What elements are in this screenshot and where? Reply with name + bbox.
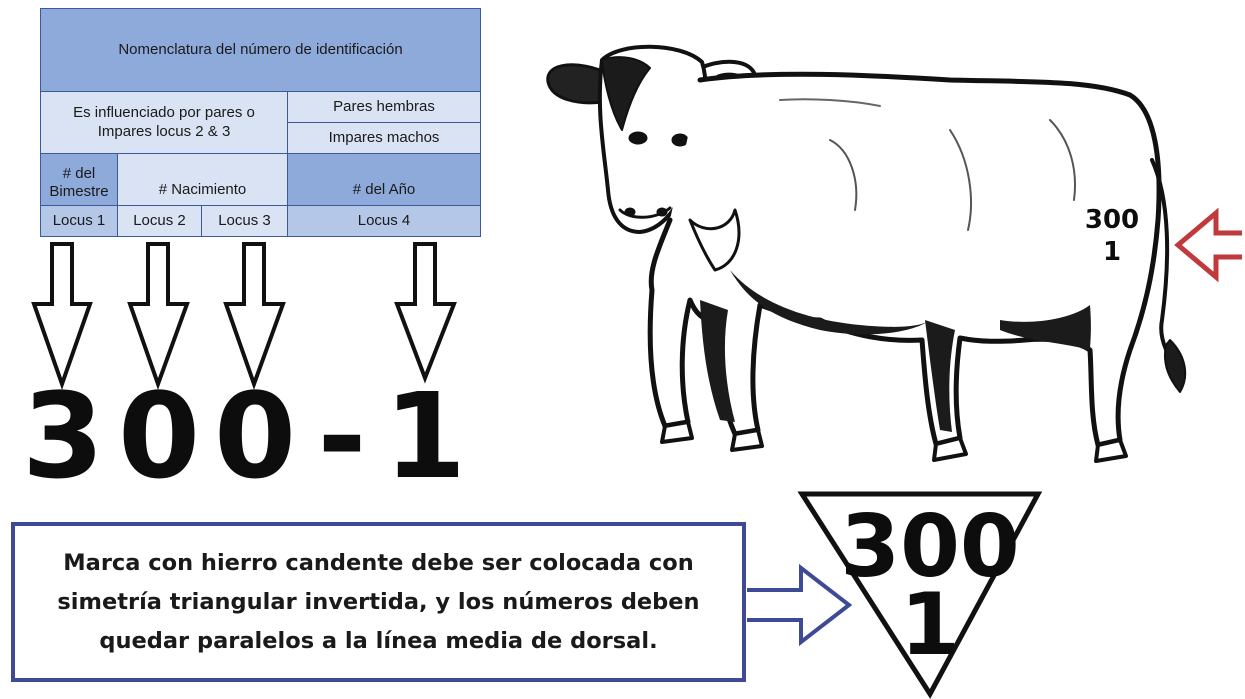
- bimestre-line-1: # del: [62, 164, 96, 182]
- influence-line-2: Impares locus 2 & 3: [97, 122, 231, 140]
- big-digit-1: 1: [384, 367, 467, 505]
- big-digit-0-second: 0: [214, 367, 297, 505]
- down-arrow-icon: [394, 242, 457, 384]
- big-digit-0-first: 0: [118, 367, 201, 505]
- blue-right-arrow-icon: [747, 563, 853, 647]
- table-title: Nomenclatura del número de identificació…: [39, 8, 482, 92]
- bimestre-cell: # del Bimestre: [40, 153, 118, 206]
- down-arrows: [31, 242, 457, 391]
- locus-1-cell: Locus 1: [40, 205, 118, 237]
- inverted-triangle: [797, 491, 1043, 699]
- big-digit-dash: -: [317, 367, 367, 505]
- bimestre-line-2: Bimestre: [49, 183, 109, 201]
- big-digit-3: 3: [22, 367, 105, 505]
- red-left-arrow-icon: [1174, 207, 1242, 283]
- cow-brand-top: 300: [1084, 205, 1140, 235]
- caption-text: Marca con hierro candente debe ser coloc…: [57, 549, 700, 654]
- cow-brand-bottom: 1: [1102, 237, 1122, 267]
- cow-illustration: [546, 44, 1187, 463]
- nacimiento-cell: # Nacimiento: [117, 153, 288, 206]
- down-arrow-icon: [127, 242, 190, 390]
- locus-3-cell: Locus 3: [201, 205, 288, 237]
- locus-2-cell: Locus 2: [117, 205, 202, 237]
- impares-machos-cell: Impares machos: [286, 122, 482, 154]
- anio-cell: # del Año: [286, 153, 482, 206]
- down-arrow-icon: [31, 242, 93, 391]
- down-arrow-icon: [223, 242, 286, 390]
- caption-box: Marca con hierro candente debe ser coloc…: [11, 522, 746, 682]
- triangle-brand-top: 300: [840, 497, 1020, 597]
- triangle-brand-bottom: 1: [900, 575, 960, 675]
- influence-cell: Es influenciado por pares o Impares locu…: [40, 91, 288, 154]
- locus-4-cell: Locus 4: [286, 205, 482, 237]
- influence-line-1: Es influenciado por pares o: [73, 103, 255, 121]
- nomenclature-table: Nomenclatura del número de identificació…: [39, 8, 482, 237]
- pares-hembras-cell: Pares hembras: [286, 91, 482, 123]
